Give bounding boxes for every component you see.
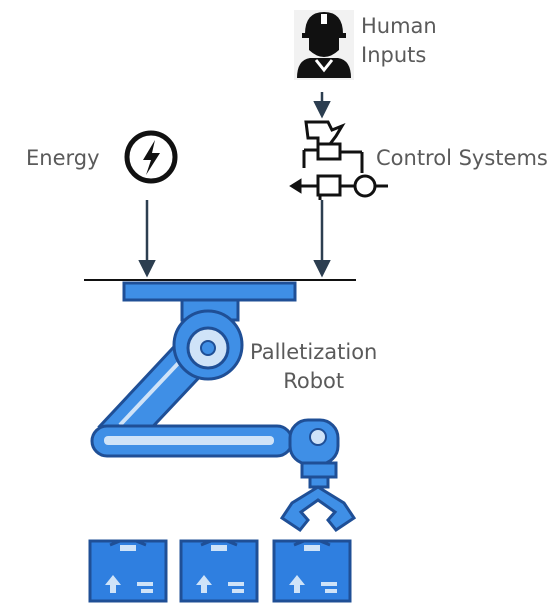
- palletization-robot-label: Palletization Robot: [250, 340, 378, 393]
- package-box-icon: [88, 539, 168, 603]
- worker-hardhat-icon: [294, 10, 354, 80]
- robotic-arm-icon: [90, 281, 357, 533]
- package-box-icon: [272, 539, 352, 603]
- control-systems-label: Control Systems: [376, 146, 548, 170]
- lightning-bolt-icon: [124, 130, 178, 184]
- human-inputs-label: Human Inputs: [361, 14, 437, 67]
- package-box-icon: [179, 539, 259, 603]
- control-system-schematic-icon: [289, 120, 388, 200]
- energy-label: Energy: [26, 146, 100, 170]
